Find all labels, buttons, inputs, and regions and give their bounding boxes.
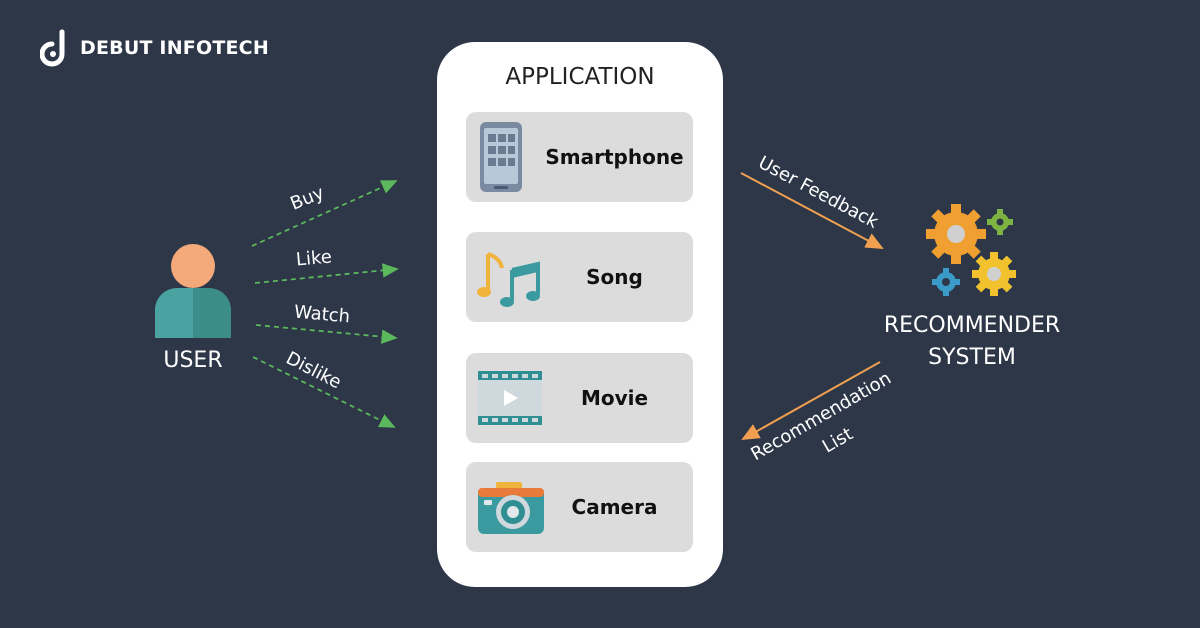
application-item-song: Song	[466, 232, 693, 322]
application-panel: APPLICATION Smartphone Song	[437, 42, 723, 587]
application-item-label: Song	[586, 265, 643, 289]
arrow-like	[254, 263, 399, 284]
action-label-like: Like	[295, 246, 333, 271]
application-item-camera: Camera	[466, 462, 693, 552]
arrow-user-feedback	[740, 172, 884, 249]
brand-name: DEBUT INFOTECH	[80, 37, 269, 59]
application-item-label: Smartphone	[545, 145, 684, 169]
user-label: USER	[163, 348, 223, 373]
application-item-label: Camera	[571, 495, 658, 519]
camera-icon	[478, 482, 544, 534]
arrow-buy	[251, 180, 398, 247]
smartphone-icon	[480, 122, 522, 192]
recommender-label-line1: RECOMMENDER	[883, 313, 1061, 338]
arrow-watch	[255, 324, 398, 344]
application-item-smartphone: Smartphone	[466, 112, 693, 202]
recommender-label-line2: SYSTEM	[928, 345, 1016, 370]
film-strip-icon	[478, 371, 542, 425]
user-avatar-icon	[155, 244, 231, 338]
recommender-system-label: RECOMMENDER SYSTEM	[862, 310, 1082, 374]
brand-logo-icon	[40, 29, 65, 67]
application-title: APPLICATION	[505, 64, 655, 90]
application-item-movie: Movie	[466, 353, 693, 443]
arrow-recommendation-list	[741, 361, 881, 440]
brand-logo: DEBUT INFOTECH	[40, 28, 269, 68]
music-notes-icon	[477, 252, 540, 307]
application-item-label: Movie	[580, 386, 649, 410]
gears-icon	[926, 204, 1016, 296]
